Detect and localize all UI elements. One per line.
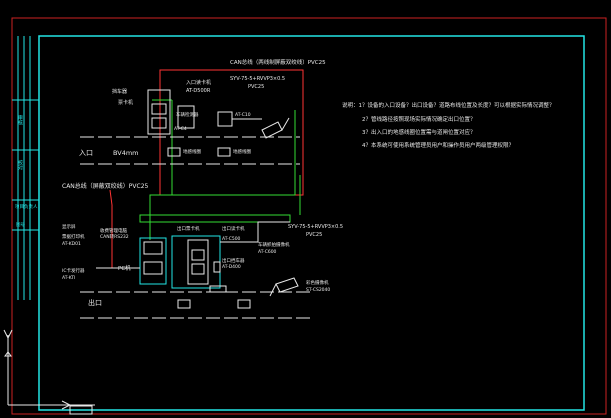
- entry-barrier-label: 挡车器: [112, 88, 127, 95]
- exit-booth-frame: [171, 235, 221, 289]
- cable-label-lower: CAN总线（屏蔽双绞线）PVC25: [62, 182, 149, 190]
- entry-video-cable: SYV-75-5+RVVP3×0.5: [230, 76, 285, 82]
- booth-printer-label: 票据打印机: [62, 233, 85, 240]
- booth-card-model: AT-KTI: [62, 275, 75, 281]
- entry-ticket-label: 票卡机: [118, 99, 133, 106]
- booth-printer-model: AT-KD01: [62, 241, 81, 247]
- exit-cam2-label: 彩色摄像机: [306, 279, 329, 286]
- exit-label: 出口: [88, 298, 102, 307]
- power-cable-label: BV4mm: [113, 149, 139, 157]
- entry-video-conduit: PVC25: [248, 84, 264, 90]
- exit-loop-1: [177, 299, 191, 309]
- title-block: 审核 校对 项目负责人 图号: [12, 36, 40, 410]
- exit-reader-device: [187, 239, 209, 285]
- entry-reader-device: [147, 89, 171, 135]
- exit-loop-2: [237, 299, 251, 309]
- title-label-3: 项目负责人: [15, 203, 38, 210]
- entry-gate-device: [217, 111, 233, 127]
- entry-loop-label-2: 地感线圈: [233, 148, 251, 155]
- entrance-conduit-box: [159, 69, 304, 196]
- exit-reader-model: AT-C500: [222, 236, 241, 242]
- exit-section: 出口票卡机 出口读卡机 AT-C500 出口挡车器 AT-D400 SYV-75…: [80, 221, 343, 319]
- note-3: 3？出入口的地感线圈位置需与道闸位置对应？: [362, 128, 476, 136]
- entry-machine-label: 入口读卡机: [186, 79, 211, 86]
- title-label-0: 审核: [17, 114, 23, 126]
- entry-camera-icon: [261, 117, 290, 139]
- entry-machine-model: AT-D500R: [186, 88, 211, 94]
- exit-video-conduit: PVC25: [306, 232, 322, 238]
- note-1: 说明：1？设备的入口设备？出口设备？道路布线位置及长度？可以根据实际情况调整？: [342, 101, 555, 109]
- booth-control-label: 收费管理电脑: [100, 227, 127, 234]
- ucs-axis-icon: [3, 329, 95, 415]
- entry-barrier-model: AT-C4: [174, 126, 187, 132]
- exit-barrier-model: AT-D400: [222, 264, 241, 270]
- outer-frame: [11, 17, 607, 415]
- entry-loop-1: [167, 147, 181, 157]
- entry-detector-device: [177, 105, 195, 129]
- entrance-label: 入口: [79, 149, 93, 157]
- cable-label-upper: CAN总线（两线制屏蔽双绞线）PVC25: [230, 58, 326, 66]
- title-label-4: 图号: [16, 222, 25, 228]
- booth-section: 收费管理电脑 CAN转RS232 PC机 显示屏 票据打印机 AT-KD01 I…: [62, 214, 291, 285]
- booth-display-label: 显示屏: [62, 224, 76, 230]
- title-label-1: 校对: [17, 159, 23, 170]
- exit-video-cable: SYV-75-5+RVVP3×0.5: [288, 224, 343, 230]
- entry-detector-label: 车辆检测器: [176, 111, 199, 118]
- exit-ticket-label: 出口票卡机: [177, 225, 200, 232]
- note-4: 4？本系统可使用系统管理员用户和操作员用户两级管理权限？: [362, 141, 514, 149]
- exit-cam2-model: ST-CS2040: [306, 287, 330, 293]
- note-2: 2？管线路径按照现场实际情况确定出口位置？: [362, 115, 476, 123]
- booth-card-label: IC卡发行器: [62, 267, 85, 274]
- entry-loop-label-1: 地感线圈: [183, 148, 201, 155]
- exit-barrier-label: 出口挡车器: [222, 257, 245, 264]
- exit-reader-label: 出口读卡机: [222, 225, 245, 232]
- entry-detector-model: AT-C10: [235, 112, 251, 118]
- notes-block: 说明：1？设备的入口设备？出口设备？道路布线位置及长度？可以根据实际情况调整？ …: [342, 101, 555, 149]
- exit-camera-label: 车辆抓拍摄像机: [258, 241, 290, 248]
- exit-camera-model: AT-C600: [258, 249, 277, 255]
- booth-control-sub: CAN转RS232: [100, 233, 129, 240]
- exit-camera-icon: [269, 277, 299, 297]
- booth-cabinet: [139, 237, 167, 285]
- entry-loop-2: [217, 147, 231, 157]
- entrance-section: CAN总线（两线制屏蔽双绞线）PVC25 SYV-75-5+RVVP3×0.5 …: [79, 58, 326, 240]
